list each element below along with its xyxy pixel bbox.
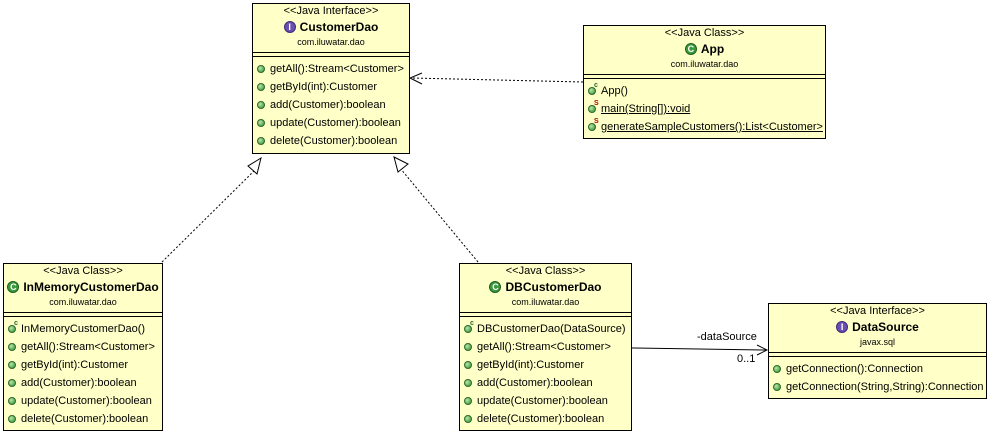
class-in-memory-customer-dao[interactable]: <<Java Class>> C InMemoryCustomerDao com… — [3, 263, 163, 431]
public-method-icon — [8, 415, 16, 423]
operations-compartment: getAll():Stream<Customer> getById(int):C… — [253, 57, 409, 150]
package-label: javax.sql — [859, 337, 895, 347]
inmemory-realization-arrowhead — [247, 156, 262, 175]
constructor-icon: c — [464, 320, 474, 333]
class-name: CustomerDao — [299, 20, 379, 34]
attributes-compartment — [584, 74, 825, 79]
datasource-association-arrowhead — [756, 344, 769, 356]
class-db-customer-dao[interactable]: <<Java Class>> C DBCustomerDao com.iluwa… — [459, 263, 632, 431]
operation[interactable]: getConnection():Connection — [769, 360, 986, 378]
operation[interactable]: update(Customer):boolean — [460, 392, 631, 410]
class-icon: C — [489, 281, 502, 293]
public-method-icon — [773, 383, 781, 391]
stereotype-label: <<Java Class>> — [505, 265, 586, 277]
operation[interactable]: add(Customer):boolean — [253, 96, 409, 114]
stereotype-label: <<Java Interface>> — [283, 5, 379, 17]
attributes-compartment — [460, 312, 631, 317]
static-method-icon: S — [588, 118, 599, 131]
operation[interactable]: update(Customer):boolean — [253, 114, 409, 132]
app-dependency-line — [411, 77, 584, 83]
datasource-association-line — [631, 347, 767, 351]
operation[interactable]: getById(int):Customer — [4, 356, 162, 374]
constructor-icon: c — [588, 82, 598, 95]
db-realization-arrowhead — [393, 156, 409, 173]
public-method-icon — [257, 65, 265, 73]
public-method-icon — [464, 397, 472, 405]
operation[interactable]: add(Customer):boolean — [460, 374, 631, 392]
attributes-compartment — [769, 352, 986, 357]
class-icon: C — [7, 281, 20, 293]
stereotype-label: <<Java Class>> — [664, 27, 745, 39]
package-label: com.iluwatar.dao — [49, 297, 117, 307]
package-label: com.iluwatar.dao — [670, 59, 739, 69]
class-name: App — [700, 42, 725, 56]
class-datasource[interactable]: <<Java Interface>> I DataSource javax.sq… — [768, 303, 987, 399]
class-name: DBCustomerDao — [505, 280, 602, 294]
operation[interactable]: add(Customer):boolean — [4, 374, 162, 392]
app-dependency-arrowhead — [408, 72, 423, 85]
stereotype-label: <<Java Class>> — [43, 265, 123, 277]
public-method-icon — [8, 361, 16, 369]
operation[interactable]: getById(int):Customer — [253, 78, 409, 96]
public-method-icon — [257, 137, 265, 145]
association-multiplicity-label: 0..1 — [737, 353, 756, 365]
public-method-icon — [464, 343, 472, 351]
stereotype-label: <<Java Interface>> — [830, 305, 925, 317]
operation[interactable]: update(Customer):boolean — [4, 392, 162, 410]
public-method-icon — [257, 119, 265, 127]
operation[interactable]: delete(Customer):boolean — [253, 132, 409, 150]
class-name: InMemoryCustomerDao — [23, 280, 159, 294]
operations-compartment: getConnection():Connection getConnection… — [769, 357, 986, 396]
class-icon: C — [684, 43, 697, 55]
class-customer-dao[interactable]: <<Java Interface>> I CustomerDao com.ilu… — [252, 3, 410, 154]
package-label: com.iluwatar.dao — [511, 297, 580, 307]
operation[interactable]: getAll():Stream<Customer> — [460, 338, 631, 356]
package-label: com.iluwatar.dao — [297, 37, 365, 47]
operation[interactable]: getConnection(String,String):Connection — [769, 378, 986, 396]
class-name: DataSource — [852, 320, 919, 334]
public-method-icon — [464, 415, 472, 423]
constructor-icon: c — [8, 320, 18, 333]
attributes-compartment — [253, 52, 409, 57]
attributes-compartment — [4, 312, 162, 317]
public-method-icon — [464, 379, 472, 387]
public-method-icon — [773, 365, 781, 373]
public-method-icon — [8, 343, 16, 351]
public-method-icon — [464, 361, 472, 369]
static-method-icon: S — [588, 100, 599, 113]
db-realization-line — [399, 167, 479, 263]
operation[interactable]: delete(Customer):boolean — [4, 410, 162, 428]
public-method-icon — [8, 397, 16, 405]
public-method-icon — [8, 379, 16, 387]
inmemory-realization-line — [161, 167, 258, 263]
operation[interactable]: delete(Customer):boolean — [460, 410, 631, 428]
operation[interactable]: getAll():Stream<Customer> — [4, 338, 162, 356]
interface-icon: I — [283, 21, 296, 33]
public-method-icon — [257, 101, 265, 109]
interface-icon: I — [836, 321, 849, 333]
operation[interactable]: getAll():Stream<Customer> — [253, 60, 409, 78]
public-method-icon — [257, 83, 265, 91]
operation[interactable]: getById(int):Customer — [460, 356, 631, 374]
association-role-label: -dataSource — [697, 331, 757, 343]
